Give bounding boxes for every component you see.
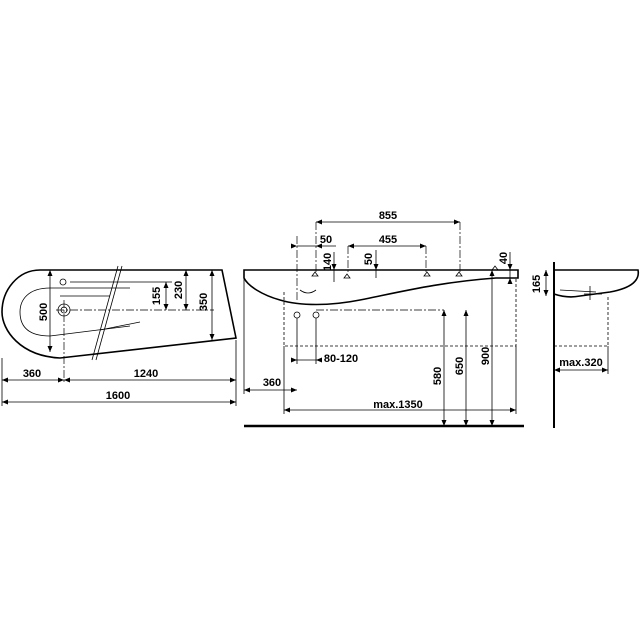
dim-855: 855	[379, 210, 397, 222]
dim-1240: 1240	[134, 368, 158, 380]
dim-650: 650	[454, 357, 466, 375]
cabinet-outline	[283, 278, 517, 347]
top-view: 500 155 230 350 360 1240 1600	[1, 265, 237, 406]
dim-40: 40	[498, 252, 510, 264]
connection-left	[293, 311, 301, 319]
dim-230: 230	[173, 281, 185, 299]
tap-hole	[59, 278, 67, 286]
dim-580: 580	[432, 367, 444, 385]
front-view: 855 50 455 140 50 40 80-120	[243, 210, 524, 428]
dim-155: 155	[151, 287, 163, 305]
dim-140: 140	[322, 253, 334, 271]
dim-80-120: 80-120	[324, 353, 358, 365]
dim-500: 500	[38, 303, 50, 321]
dim-1600: 1600	[106, 390, 130, 402]
dim-165: 165	[531, 275, 543, 293]
front-view-outline	[243, 269, 519, 306]
connection-right	[312, 311, 320, 319]
dim-max-320: max.320	[559, 357, 602, 369]
top-view-bowl	[19, 287, 131, 337]
side-view: 165 max.320	[531, 262, 640, 428]
dim-360-front: 360	[263, 377, 281, 389]
dim-max-1350: max.1350	[373, 399, 423, 411]
dim-455: 455	[379, 234, 397, 246]
top-view-outline	[1, 269, 237, 359]
side-view-outline	[553, 269, 640, 298]
dim-360-top: 360	[23, 368, 41, 380]
dim-50-a: 50	[320, 234, 332, 246]
dim-350: 350	[198, 293, 210, 311]
dim-900: 900	[480, 347, 492, 365]
dim-50-b: 50	[363, 253, 375, 265]
